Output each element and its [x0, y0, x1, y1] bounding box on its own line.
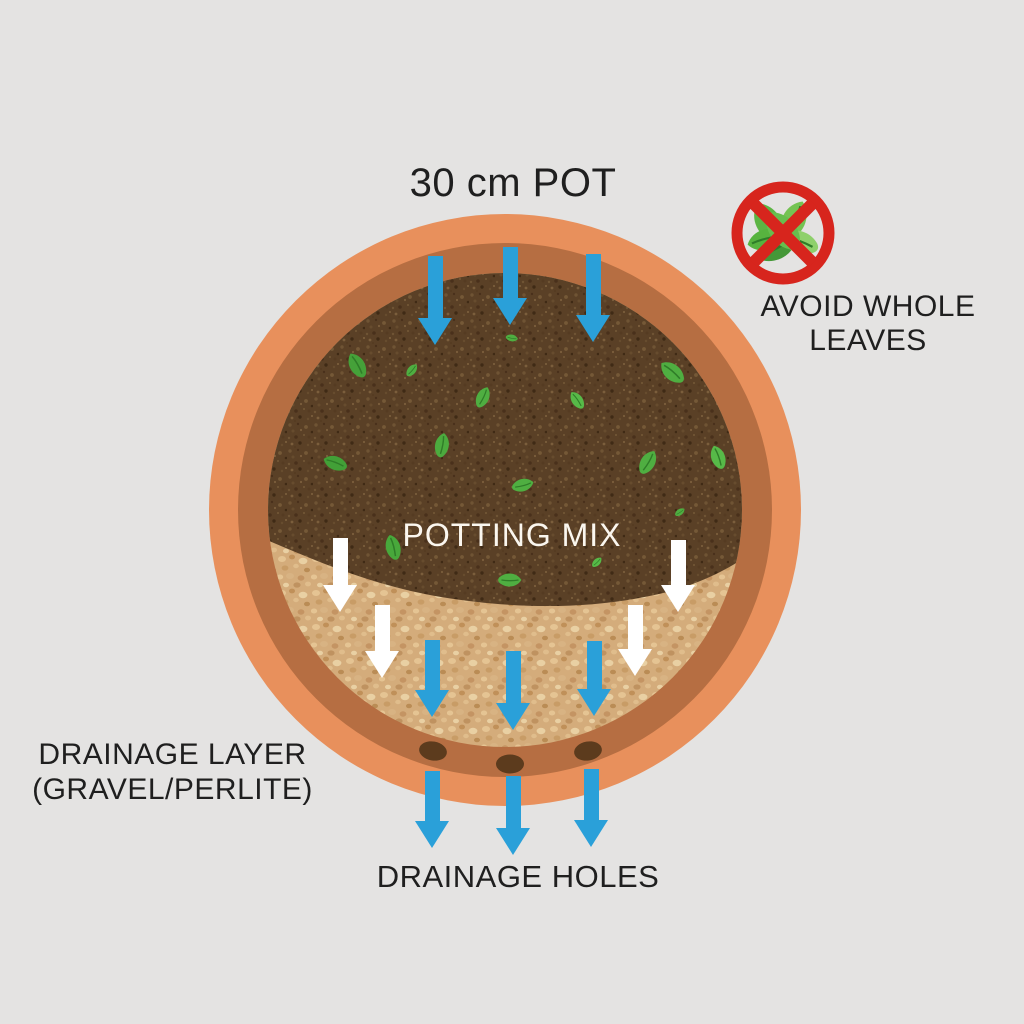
drainage-flow-arrow-3: [577, 641, 611, 716]
arrow-shaft: [502, 247, 518, 298]
arrow-shaft: [374, 605, 390, 651]
water-outflow-arrow-3: [574, 769, 608, 847]
percolation-arrow-4: [661, 540, 695, 612]
avoid-whole-leaves-label: AVOID WHOLE LEAVES: [718, 290, 1018, 357]
prohibition-cross-bar-2: [748, 198, 818, 268]
avoid-label-line1: AVOID WHOLE: [760, 290, 976, 323]
drainage-holes-label: DRAINAGE HOLES: [376, 859, 660, 894]
arrow-shaft: [585, 254, 601, 315]
avoid-label-line2: LEAVES: [809, 323, 927, 357]
arrow-shaft: [505, 651, 521, 703]
water-inflow-arrow-2: [493, 247, 527, 325]
drainage-flow-arrow-1: [415, 640, 449, 717]
arrow-shaft: [583, 769, 599, 820]
percolation-arrow-3: [618, 605, 652, 676]
arrow-head: [415, 690, 449, 717]
arrow-head: [661, 585, 695, 612]
percolation-arrow-2: [365, 605, 399, 678]
drainage-hole: [419, 741, 447, 761]
arrow-shaft: [505, 776, 521, 828]
prohibition-ring: [731, 181, 835, 285]
arrow-head: [618, 649, 652, 676]
arrow-head: [415, 821, 449, 848]
arrow-head: [496, 828, 530, 855]
drainage-layer-label-line2: (GRAVEL/PERLITE): [32, 773, 313, 807]
drainage-flow-arrow-2: [496, 651, 530, 730]
potting-mix-label: POTTING MIX: [402, 517, 622, 553]
arrow-shaft: [332, 538, 348, 585]
water-outflow-arrow-2: [496, 776, 530, 855]
no-whole-leaves-icon: [731, 181, 835, 285]
pot-size-title: 30 cm POT: [409, 161, 617, 205]
arrow-head: [493, 298, 527, 325]
drainage-hole: [574, 741, 602, 761]
arrow-shaft: [427, 256, 443, 318]
arrow-head: [365, 651, 399, 678]
drainage-layer-label-line1: DRAINAGE LAYER: [38, 738, 307, 771]
arrow-shaft: [670, 540, 686, 585]
water-outflow-arrow-1: [415, 771, 449, 848]
drainage-holes: [419, 741, 602, 774]
arrow-head: [418, 318, 452, 345]
arrow-shaft: [424, 640, 440, 690]
arrow-shaft: [627, 605, 643, 649]
arrow-head: [576, 315, 610, 342]
arrow-head: [574, 820, 608, 847]
arrow-head: [323, 585, 357, 612]
arrow-head: [496, 703, 530, 730]
arrow-head: [577, 689, 611, 716]
drainage-hole: [496, 754, 524, 774]
arrow-shaft: [586, 641, 602, 689]
drainage-layer-label: DRAINAGE LAYER (GRAVEL/PERLITE): [20, 737, 325, 807]
percolation-arrow-1: [323, 538, 357, 612]
water-inflow-arrow-1: [418, 256, 452, 345]
arrow-shaft: [424, 771, 440, 821]
water-inflow-arrow-3: [576, 254, 610, 342]
